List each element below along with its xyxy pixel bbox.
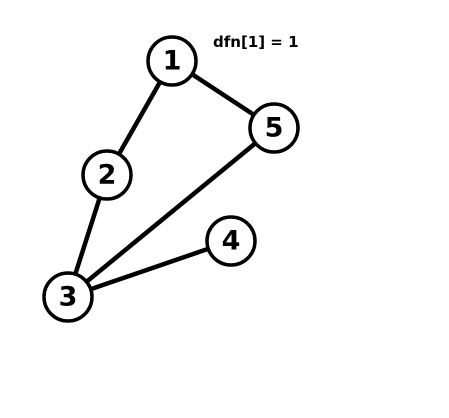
node-3: 3 xyxy=(42,271,94,323)
edge-3-5 xyxy=(65,125,277,300)
node-label-3: 3 xyxy=(59,282,78,313)
node-label-4: 4 xyxy=(222,226,241,257)
node-circle-1 xyxy=(146,35,198,87)
node-2: 2 xyxy=(81,149,133,201)
node-label-2: 2 xyxy=(98,160,117,191)
node-label-1: 1 xyxy=(163,46,182,77)
node-circle-5 xyxy=(248,102,300,154)
node-5: 5 xyxy=(248,102,300,154)
nodes-layer: 1 2 3 4 5 xyxy=(42,35,300,323)
node-4: 4 xyxy=(205,215,257,267)
node-circle-2 xyxy=(81,149,133,201)
node-circle-4 xyxy=(205,215,257,267)
node-1: 1 xyxy=(146,35,198,87)
node-circle-3 xyxy=(42,271,94,323)
edge-3-4 xyxy=(65,238,234,300)
dfn-annotation: dfn[1] = 1 xyxy=(213,33,299,51)
node-label-5: 5 xyxy=(265,113,284,144)
